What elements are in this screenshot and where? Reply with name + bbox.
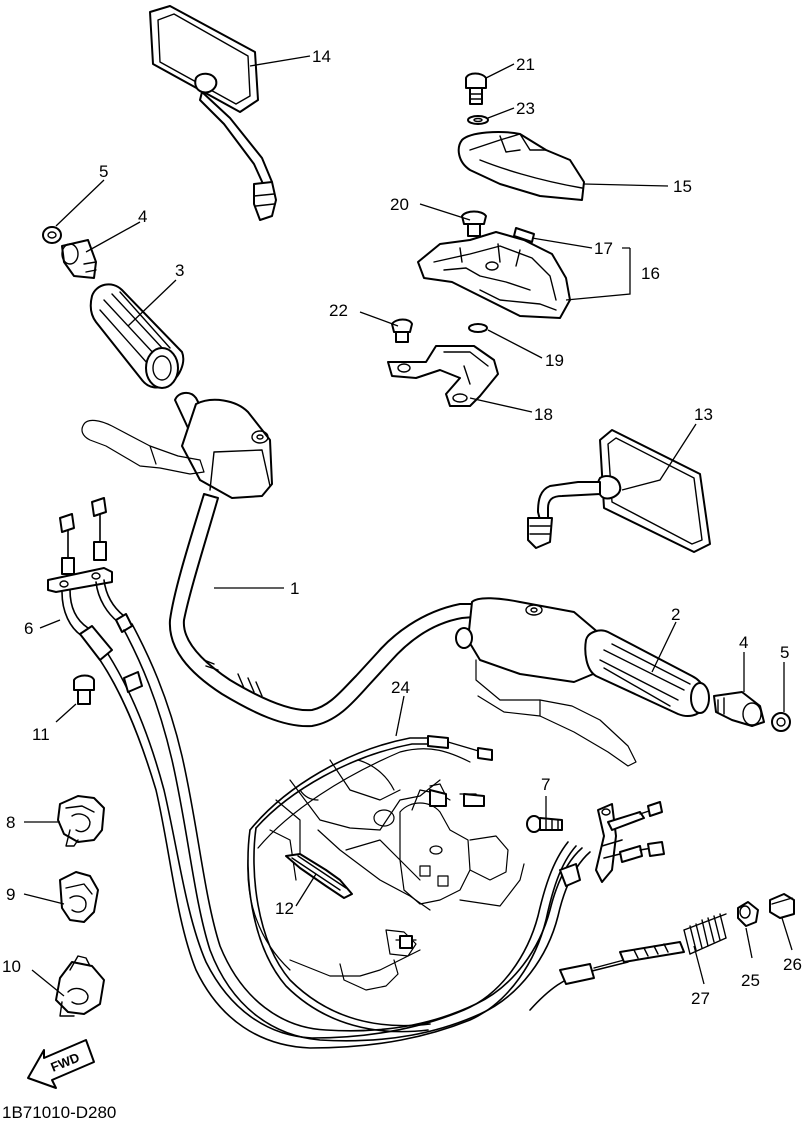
callout-21: 21 — [516, 55, 535, 74]
left-bar-end-cap-part — [42, 226, 62, 244]
callout-20: 20 — [390, 195, 409, 214]
callout-8: 8 — [6, 813, 15, 832]
callout-23: 23 — [516, 99, 535, 118]
callout-11: 11 — [32, 725, 50, 744]
callout-14: 14 — [312, 47, 331, 66]
left-mirror-part — [149, 5, 277, 221]
right-bar-end-cap-part — [771, 712, 791, 732]
callout-19: 19 — [545, 351, 564, 370]
callout-26: 26 — [783, 955, 802, 974]
callout-2: 2 — [671, 605, 680, 624]
callout-16: 16 — [641, 264, 660, 283]
washer-23-part — [467, 115, 489, 125]
drawing-code: 1B71010-D280 — [2, 1103, 116, 1122]
bushing-25-part — [737, 901, 759, 927]
callout-18: 18 — [534, 405, 553, 424]
callout-5-left: 5 — [99, 162, 108, 181]
right-grip-part — [584, 629, 710, 717]
callout-10: 10 — [2, 957, 21, 976]
throttle-cable-part — [47, 497, 591, 1049]
callout-1: 1 — [290, 579, 299, 598]
fwd-arrow-icon: FWD — [27, 1039, 95, 1089]
callout-5-right: 5 — [780, 643, 789, 662]
callout-4-left: 4 — [138, 207, 147, 226]
callout-12: 12 — [275, 899, 294, 918]
callout-25: 25 — [741, 971, 760, 990]
callout-15: 15 — [673, 177, 692, 196]
left-grip-part — [89, 283, 185, 389]
leader-lines — [23, 55, 793, 997]
callout-7: 7 — [541, 775, 550, 794]
screw-22-part — [391, 318, 413, 343]
screw-20-part — [461, 210, 487, 237]
screw-11-part — [73, 674, 95, 705]
clamp-8-part — [57, 795, 105, 847]
bracket-18-part — [387, 345, 499, 407]
throttle-adjuster-bracket-part — [595, 801, 665, 883]
handlebar-part — [81, 392, 487, 728]
right-throttle-housing-part — [455, 597, 637, 767]
right-handlebar-weight-part — [713, 691, 765, 727]
choke-cable-part — [529, 941, 685, 1011]
bolt-21-part — [465, 72, 487, 105]
clamp-9-part — [59, 871, 99, 923]
washer-19-part — [468, 323, 488, 333]
callout-4-right: 4 — [739, 633, 748, 652]
callout-22: 22 — [329, 301, 348, 320]
callout-17: 17 — [594, 239, 613, 258]
spring-27-part — [683, 913, 727, 955]
clamp-10-part — [55, 955, 105, 1017]
adjuster-26-part — [769, 893, 795, 919]
clutch-cable-part — [247, 735, 493, 1033]
callout-3: 3 — [175, 261, 184, 280]
brake-bolts-part — [399, 789, 485, 949]
callout-27: 27 — [691, 989, 710, 1008]
callout-9: 9 — [6, 885, 15, 904]
callout-24: 24 — [391, 678, 410, 697]
left-handlebar-weight-part — [61, 239, 97, 279]
callout-13: 13 — [694, 405, 713, 424]
bolt-7-part — [526, 815, 563, 833]
right-mirror-part — [527, 429, 711, 553]
callout-6: 6 — [24, 619, 33, 638]
contact-17-part — [513, 227, 535, 243]
switch-housing-16-part — [417, 231, 571, 319]
frame-ghost — [247, 748, 525, 991]
callout-labels: 1 2 3 4 4 5 5 6 7 8 9 10 11 12 13 14 15 … — [2, 47, 802, 1008]
cover-15-part — [457, 131, 585, 201]
